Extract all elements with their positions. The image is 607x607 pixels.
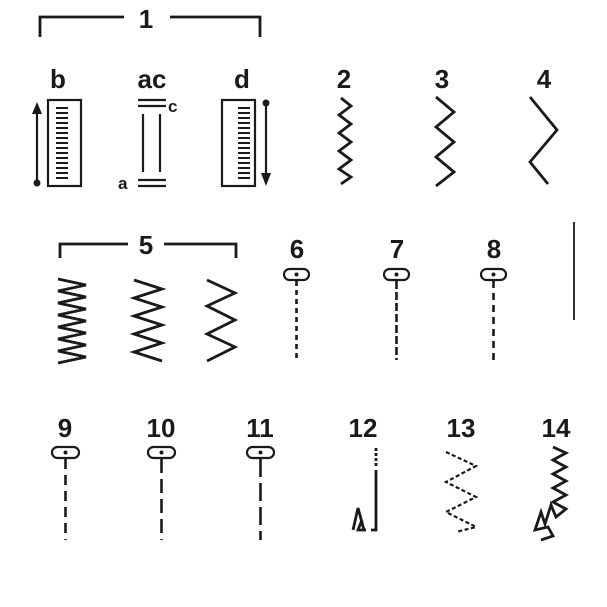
group-5-bracket [58,242,238,258]
stitch-10-group: 10 [146,413,177,540]
foot-8-icon [479,267,508,282]
foot-7-icon [382,267,411,282]
group-5-zigzag-set: 5 [57,230,239,365]
group-1-buttonhole: 1 b ac c a d [32,4,271,193]
stitch-7-group: 7 [382,234,411,360]
stitch-3-zigzag [433,95,457,188]
group-1-bracket [38,15,262,37]
foot-11-icon [245,445,276,460]
stitch-9-group: 9 [50,413,81,540]
stitch-13-group: 13 [443,413,480,534]
stitch-9-label: 9 [58,413,72,443]
stitch-2-zigzag [336,96,354,186]
stitch-6-group: 6 [282,234,311,360]
stitch-ac-symbol [138,98,166,188]
stitch-14-group: 14 [532,413,571,542]
stitch-4-zigzag [528,96,559,185]
group-1-label: 1 [139,4,153,34]
stitch-8-label: 8 [487,234,501,264]
stitch-12-group: 12 [349,413,378,532]
stitch-6-label: 6 [290,234,304,264]
stitch-5a-zigzag [57,277,87,365]
stitch-3-label: 3 [435,64,449,94]
stitch-7-label: 7 [390,234,404,264]
stitch-b-label: b [50,64,66,94]
stitch-ac-label: ac [138,64,167,94]
stitch-13-dashed-zigzag [443,451,480,534]
stitch-d-label: d [234,64,250,94]
stitch-11-group: 11 [245,413,276,540]
arrow-down-icon [261,173,271,186]
stitch-13-label: 13 [447,413,476,443]
stitch-14-label: 14 [542,413,571,443]
stitch-c-label: c [168,97,177,116]
foot-6-icon [282,267,311,282]
stitch-5b-zigzag [129,278,167,363]
foot-10-icon [146,445,177,460]
stitch-2-label: 2 [337,64,351,94]
stitch-8-group: 8 [479,234,508,360]
stitch-4-label: 4 [537,64,552,94]
stitch-14-zigzag [532,445,570,542]
arrow-up-icon [32,102,42,114]
stitch-12-label: 12 [349,413,378,443]
stitch-5c-zigzag [203,278,239,363]
stitch-d-symbol [220,98,271,188]
group-5-label: 5 [139,230,153,260]
stitch-10-label: 10 [147,413,176,443]
stitch-b-symbol [32,98,83,188]
foot-9-icon [50,445,81,460]
stitch-11-label: 11 [246,413,274,443]
stitch-12-peak [351,507,366,531]
stitch-12-stem [371,470,378,532]
stitch-a-label: a [118,174,128,193]
